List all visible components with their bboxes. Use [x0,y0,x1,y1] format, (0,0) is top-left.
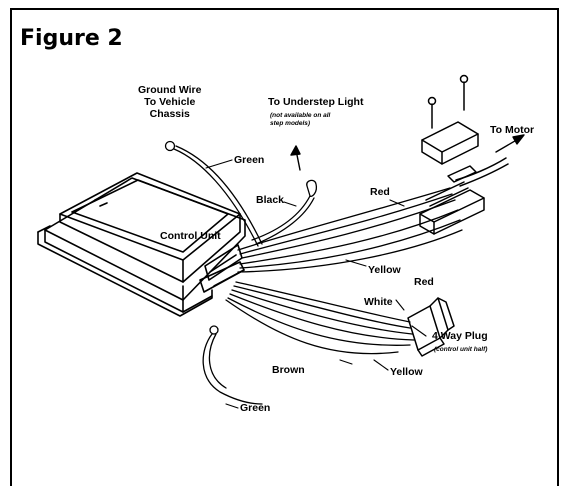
ground-wire-line-2: To Vehicle [144,96,196,108]
red-plug-label: Red [414,276,434,288]
to-motor-label: To Motor [490,124,535,136]
ground-wire-line-1: Ground Wire [138,84,202,96]
ground-wire-line-3: Chassis [149,108,190,120]
yellow-top-label: Yellow [368,264,401,276]
understep-note-line-2: step models) [270,119,311,127]
green-bottom-label: Green [240,402,271,414]
figure-frame [10,8,559,486]
understep-light-label: To Understep Light [268,96,364,108]
figure-title: Figure 2 [20,26,123,51]
white-label: White [364,296,393,308]
ground-wire-top [164,140,263,247]
control-unit-box [37,172,246,317]
understep-arrow [290,145,301,171]
ground-wire-label: Ground Wire To Vehicle Chassis [138,84,202,120]
four-way-plug-label: 4 Way Plug [432,330,488,342]
black-label: Black [256,194,285,206]
motor-arrow [495,134,525,153]
leader-lines [205,159,427,409]
green-top-label: Green [234,154,265,166]
understep-note-line-1: (not available on all [270,112,331,119]
ground-wire-bottom [202,325,263,405]
control-unit-label: Control Unit [160,230,221,242]
four-way-plug [407,297,455,357]
brown-label: Brown [272,364,305,376]
motor-connector [419,74,509,235]
understep-note: (not available on all step models) [270,112,330,127]
red-top-label: Red [370,186,390,198]
plug-note: (control unit half) [434,346,488,353]
wire-bundle [225,187,463,355]
yellow-bottom-label: Yellow [390,366,423,378]
black-wire [251,179,318,245]
